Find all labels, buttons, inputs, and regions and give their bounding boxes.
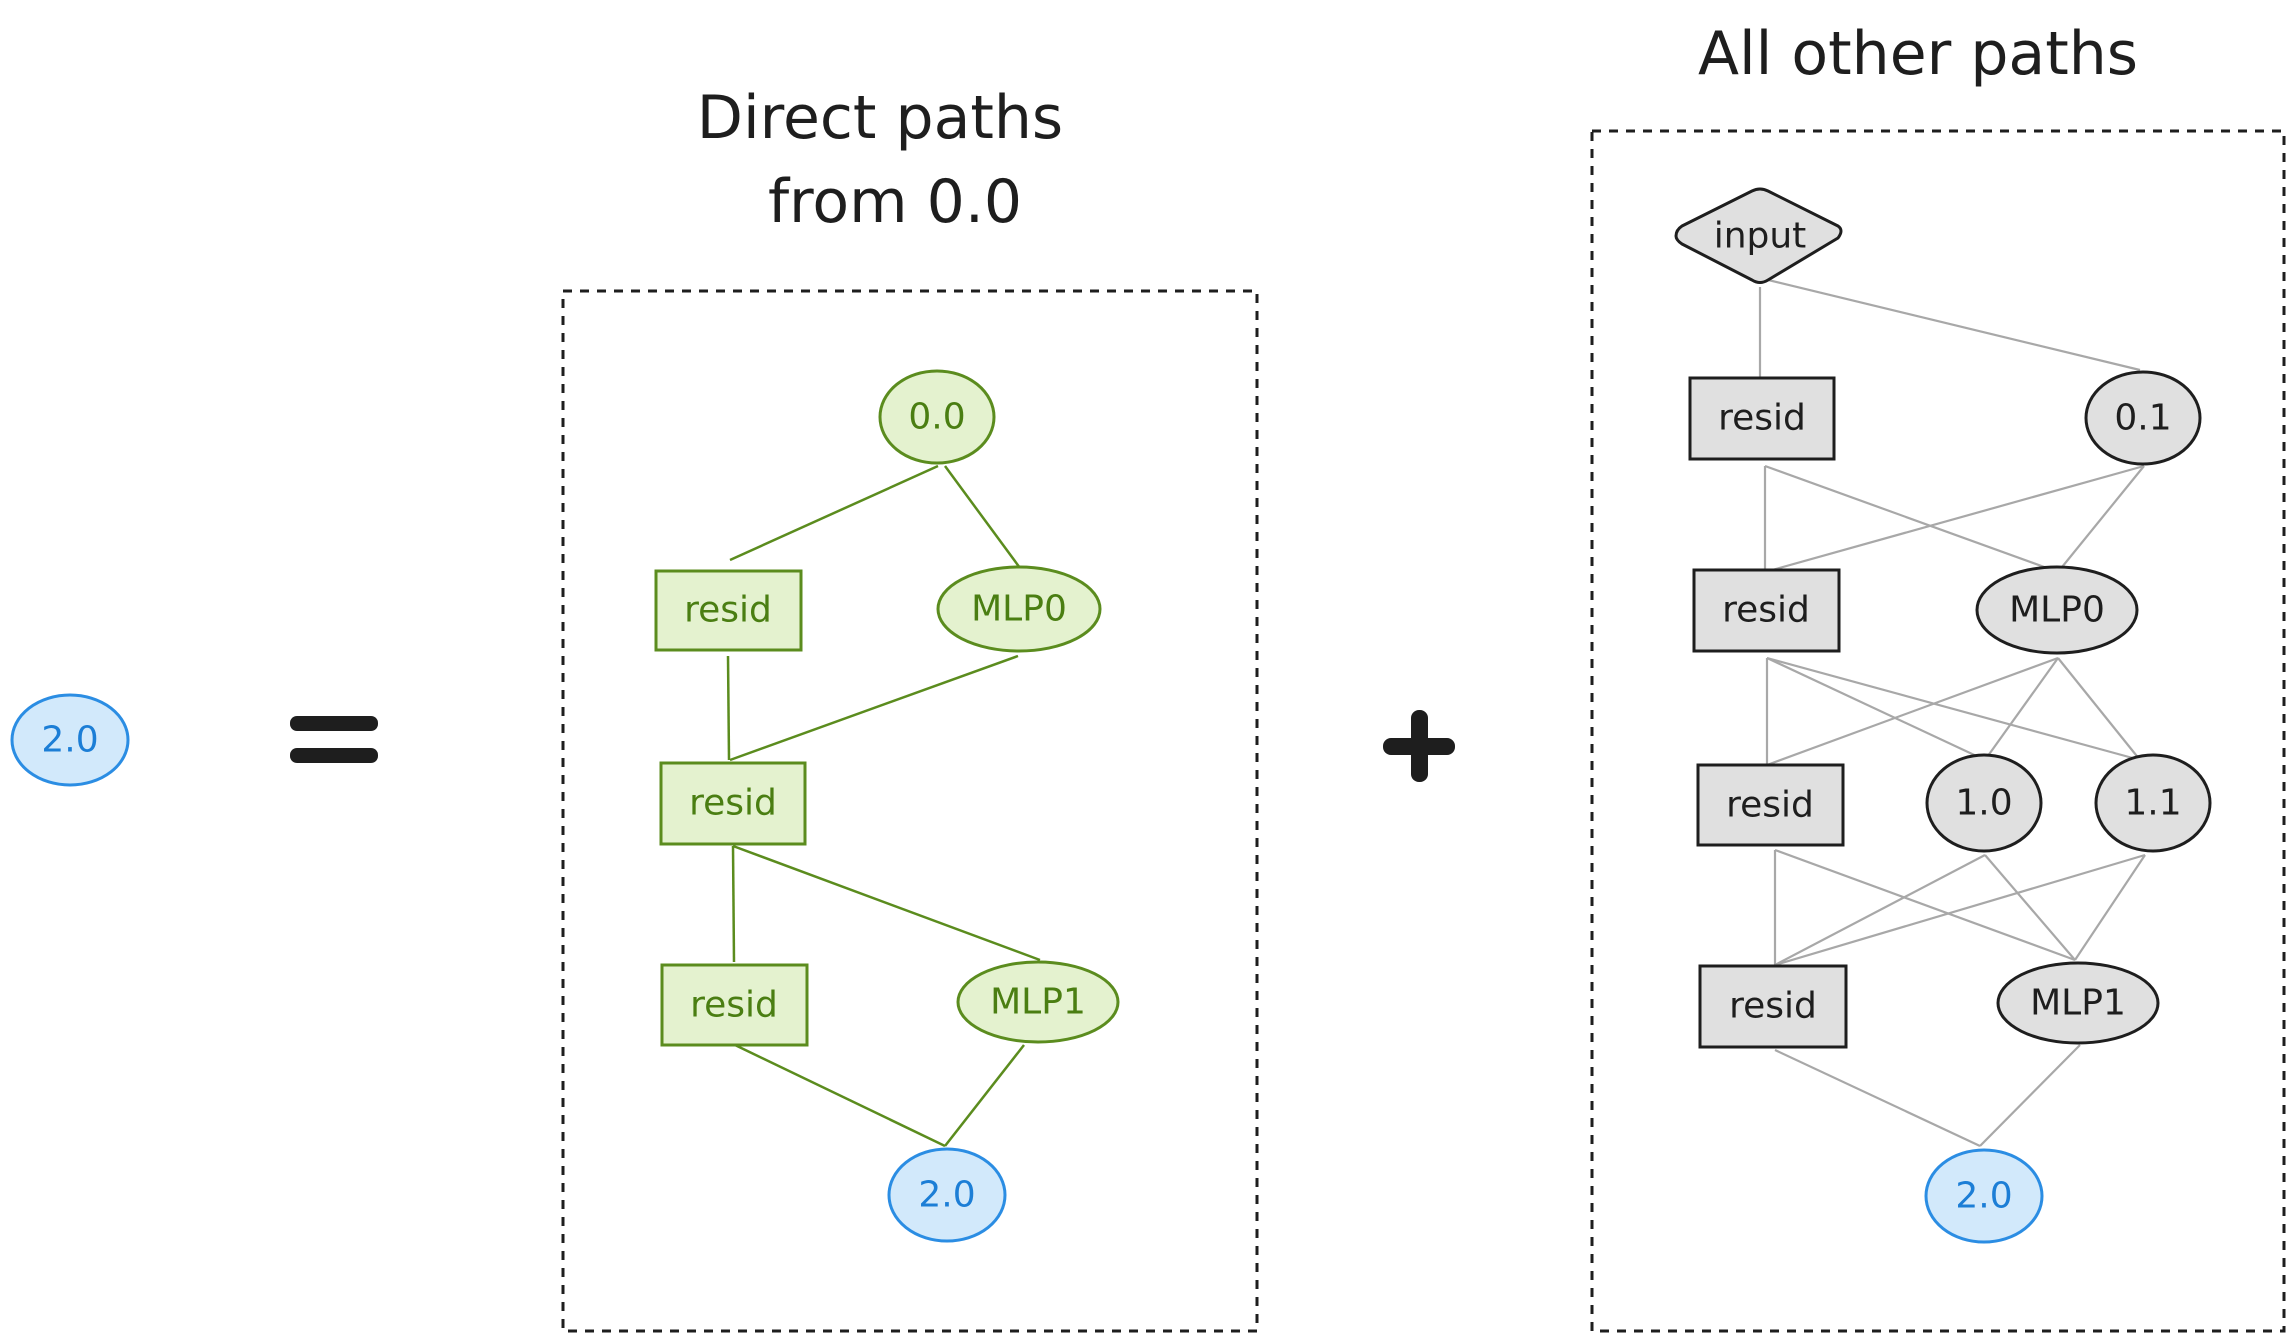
other-node-head-1-1[interactable]: 1.1	[2094, 753, 2212, 853]
other-node-resid-3-label: resid	[1726, 785, 1814, 826]
other-node-mlp0[interactable]: MLP0	[1975, 565, 2139, 655]
other-node-mlp0-label: MLP0	[2009, 590, 2105, 631]
direct-node-resid-1[interactable]: resid	[654, 569, 803, 652]
other-node-resid-2[interactable]: resid	[1692, 568, 1841, 653]
equals-operator	[290, 716, 378, 763]
direct-panel-title-line1: Direct paths	[697, 83, 1063, 153]
other-node-mlp1-label: MLP1	[2030, 983, 2126, 1024]
other-node-resid-2-label: resid	[1722, 590, 1810, 631]
plus-operator	[1383, 710, 1455, 782]
other-node-resid-3[interactable]: resid	[1696, 763, 1845, 847]
direct-node-mlp0[interactable]: MLP0	[936, 565, 1102, 653]
other-node-resid-1[interactable]: resid	[1688, 376, 1836, 461]
other-node-head-1-1-label: 1.1	[2124, 783, 2181, 824]
direct-node-resid-3[interactable]: resid	[660, 963, 809, 1047]
other-node-head-1-0-label: 1.0	[1955, 783, 2012, 824]
other-panel-frame	[1590, 129, 2286, 1333]
direct-node-resid-2[interactable]: resid	[659, 761, 807, 846]
direct-node-target[interactable]: 2.0	[887, 1147, 1007, 1243]
direct-node-mlp1[interactable]: MLP1	[956, 960, 1120, 1044]
direct-node-target-label: 2.0	[918, 1175, 975, 1216]
direct-node-source-label: 0.0	[908, 397, 965, 438]
other-node-head-1-0[interactable]: 1.0	[1925, 753, 2043, 853]
direct-node-source[interactable]: 0.0	[878, 369, 996, 465]
direct-panel-frame	[561, 289, 1259, 1333]
other-node-head-0-1-label: 0.1	[2114, 398, 2171, 439]
other-edges	[1758, 276, 2146, 1147]
other-node-target-label: 2.0	[1955, 1176, 2012, 1217]
direct-edges	[726, 464, 1041, 1148]
other-node-mlp1[interactable]: MLP1	[1996, 961, 2160, 1045]
other-node-resid-1-label: resid	[1718, 398, 1806, 439]
direct-panel-title-line2: from 0.0	[768, 167, 1022, 237]
direct-node-mlp0-label: MLP0	[971, 589, 1067, 630]
left-target-label: 2.0	[41, 720, 98, 761]
direct-node-resid-3-label: resid	[690, 985, 778, 1026]
other-node-input[interactable]: input	[1674, 187, 1843, 284]
other-node-resid-4[interactable]: resid	[1698, 964, 1848, 1049]
direct-node-resid-2-label: resid	[689, 783, 777, 824]
other-panel-title: All other paths	[1698, 19, 2138, 89]
other-node-target[interactable]: 2.0	[1924, 1148, 2044, 1244]
left-target-node[interactable]: 2.0	[10, 693, 130, 787]
other-node-resid-4-label: resid	[1729, 986, 1817, 1027]
direct-node-resid-1-label: resid	[684, 590, 772, 631]
direct-node-mlp1-label: MLP1	[990, 982, 1086, 1023]
other-node-input-label: input	[1714, 216, 1807, 257]
other-node-head-0-1[interactable]: 0.1	[2084, 370, 2202, 466]
